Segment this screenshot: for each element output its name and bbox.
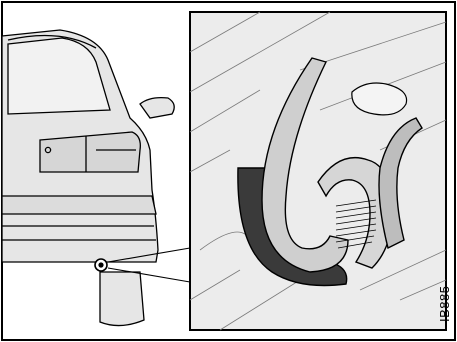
rear-tire [100, 272, 144, 326]
figure-code: IB885 [437, 286, 452, 322]
